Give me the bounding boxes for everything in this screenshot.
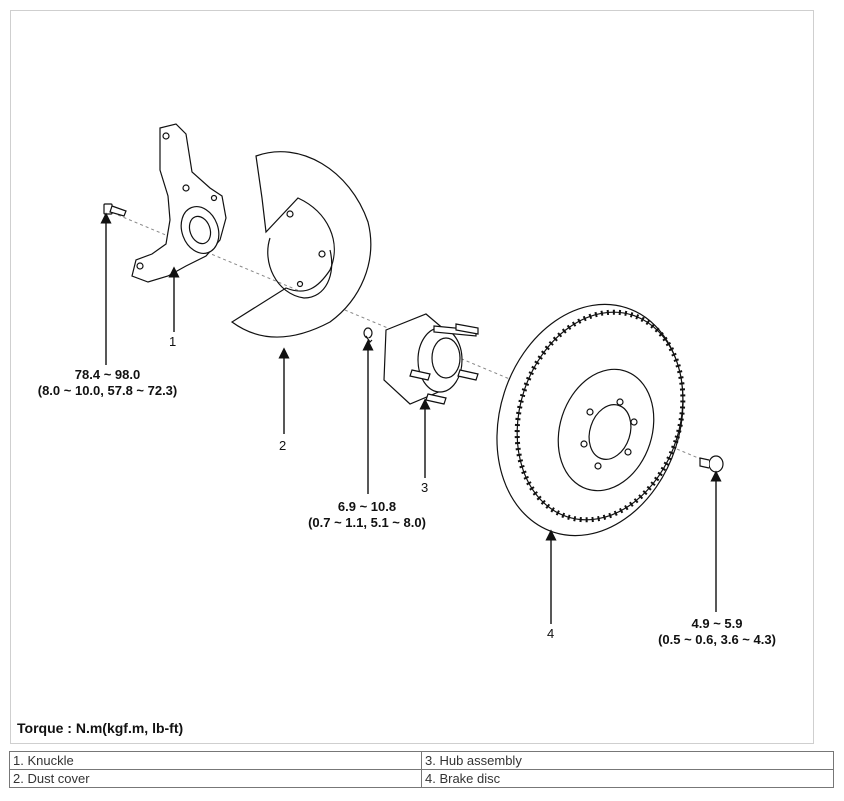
torque-dust-cover-screw: 6.9 ~ 10.8 (0.7 ~ 1.1, 5.1 ~ 8.0) [292, 499, 442, 531]
hub-assembly [383, 313, 479, 405]
torque-dust-cover-screw-alt: (0.7 ~ 1.1, 5.1 ~ 8.0) [308, 515, 426, 530]
torque-disc-screw-nm: 4.9 ~ 5.9 [691, 616, 743, 631]
callout-3: 3 [421, 480, 429, 495]
torque-disc-screw-alt: (0.5 ~ 0.6, 3.6 ~ 4.3) [658, 632, 776, 647]
knuckle [131, 123, 227, 283]
torque-disc-screw: 4.9 ~ 5.9 (0.5 ~ 0.6, 3.6 ~ 4.3) [642, 616, 792, 648]
torque-knuckle-bolt: 78.4 ~ 98.0 (8.0 ~ 10.0, 57.8 ~ 72.3) [20, 367, 195, 399]
legend-item-dust-cover: 2. Dust cover [9, 769, 422, 788]
brake-disc [496, 303, 686, 537]
torque-dust-cover-screw-nm: 6.9 ~ 10.8 [337, 499, 397, 514]
dust-cover [230, 151, 372, 338]
callout-2: 2 [279, 438, 287, 453]
legend-item-brake-disc: 4. Brake disc [421, 769, 834, 788]
legend-row: 2. Dust cover 4. Brake disc [9, 769, 834, 788]
knuckle-bolt [103, 203, 127, 217]
torque-knuckle-bolt-alt: (8.0 ~ 10.0, 57.8 ~ 72.3) [37, 383, 178, 398]
legend-row: 1. Knuckle 3. Hub assembly [9, 751, 834, 770]
dust-cover-screw [363, 327, 373, 343]
legend-item-knuckle: 1. Knuckle [9, 751, 422, 770]
callout-4: 4 [547, 626, 555, 641]
callout-1: 1 [169, 334, 177, 349]
torque-unit-note: Torque : N.m(kgf.m, lb-ft) [17, 720, 184, 736]
parts-legend: 1. Knuckle 3. Hub assembly 2. Dust cover… [9, 751, 834, 788]
torque-knuckle-bolt-nm: 78.4 ~ 98.0 [74, 367, 141, 382]
legend-item-hub-assembly: 3. Hub assembly [421, 751, 834, 770]
disc-screw [699, 455, 724, 473]
diagram-frame [10, 10, 814, 744]
